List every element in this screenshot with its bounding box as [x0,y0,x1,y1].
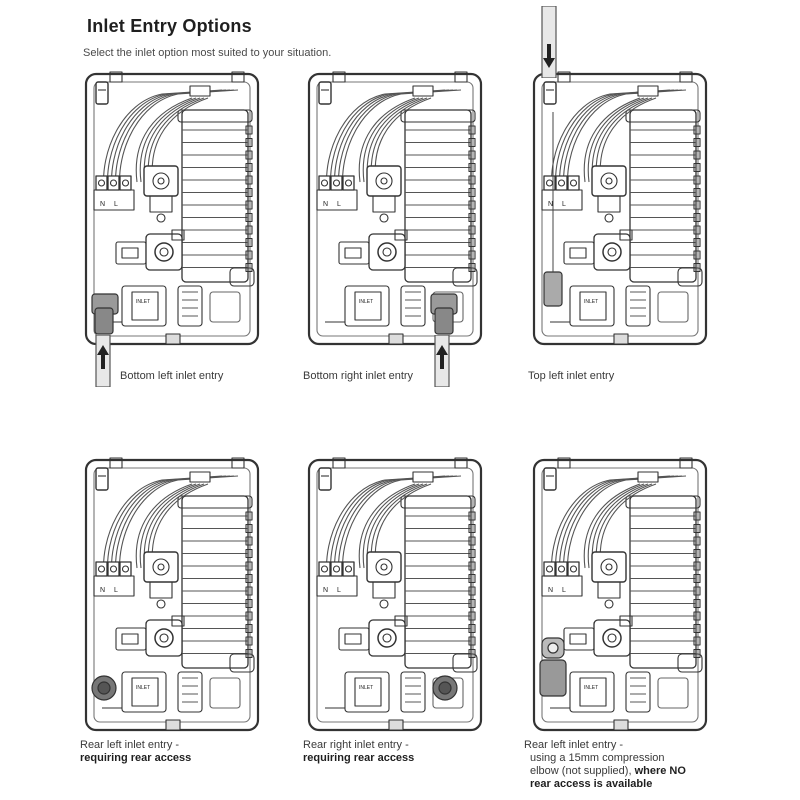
terminal-l-label: L [337,201,341,208]
unit-diagram-rear-left-elbow: N L INLET [530,457,710,733]
terminal-n-label: N [323,587,328,594]
unit-diagram-rear-right: N L INLET [305,457,485,733]
inlet-tag-label: INLET [136,685,150,691]
unit-diagram-rear-left: N L INLET [82,457,262,733]
terminal-l-label: L [337,587,341,594]
arrow-up-icon [97,345,109,369]
unit-schematic: N L INLET [532,71,708,346]
inlet-tag-label: INLET [359,299,373,305]
caption-rear-right: Rear right inlet entry - requiring rear … [303,739,415,764]
page-title: Inlet Entry Options [87,16,252,36]
terminal-n-label: N [548,201,553,208]
arrow-up-icon [436,345,448,369]
terminal-n-label: N [100,201,105,208]
inlet-tag-label: INLET [359,685,373,691]
inlet-pipe-bottom-right [434,335,450,387]
unit-schematic: N L INLET [307,457,483,732]
caption-rear-left: Rear left inlet entry - requiring rear a… [80,739,192,764]
arrow-down-icon [543,44,555,68]
terminal-l-label: L [114,201,118,208]
inlet-tag-label: INLET [136,299,150,305]
terminal-l-label: L [562,201,566,208]
unit-schematic: N L INLET [532,457,708,732]
caption-bottom-left: Bottom left inlet entry [120,370,224,382]
terminal-n-label: N [323,201,328,208]
inlet-pipe-top-left [541,6,557,78]
unit-diagram-bottom-right: N L INLET [305,71,485,347]
caption-bottom-right: Bottom right inlet entry [303,370,414,382]
caption-top-left: Top left inlet entry [528,370,615,382]
terminal-n-label: N [100,587,105,594]
terminal-l-label: L [562,587,566,594]
terminal-n-label: N [548,587,553,594]
page-subtitle: Select the inlet option most suited to y… [83,47,332,59]
inlet-pipe-bottom-left [95,335,111,387]
caption-rear-left-elbow: Rear left inlet entry - using a 15mm com… [524,739,686,790]
unit-diagram-bottom-left: N L INLET [82,71,262,347]
inlet-tag-label: INLET [584,299,598,305]
unit-diagram-top-left: N L INLET [530,71,710,347]
unit-schematic: N L INLET [84,71,260,346]
unit-schematic: N L INLET [307,71,483,346]
terminal-l-label: L [114,587,118,594]
unit-schematic: N L INLET [84,457,260,732]
inlet-tag-label: INLET [584,685,598,691]
